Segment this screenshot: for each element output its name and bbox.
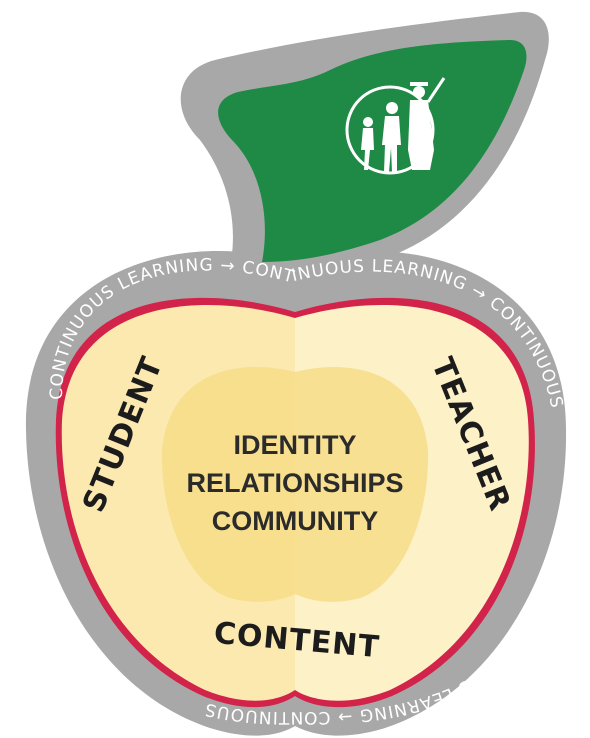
apple-core xyxy=(161,366,429,602)
center-label-relationships: RELATIONSHIPS xyxy=(186,468,403,498)
leaf xyxy=(218,40,527,262)
center-label-community: COMMUNITY xyxy=(212,506,378,536)
graduates-walking-icon xyxy=(345,77,446,175)
center-label-identity: IDENTITY xyxy=(233,430,356,460)
